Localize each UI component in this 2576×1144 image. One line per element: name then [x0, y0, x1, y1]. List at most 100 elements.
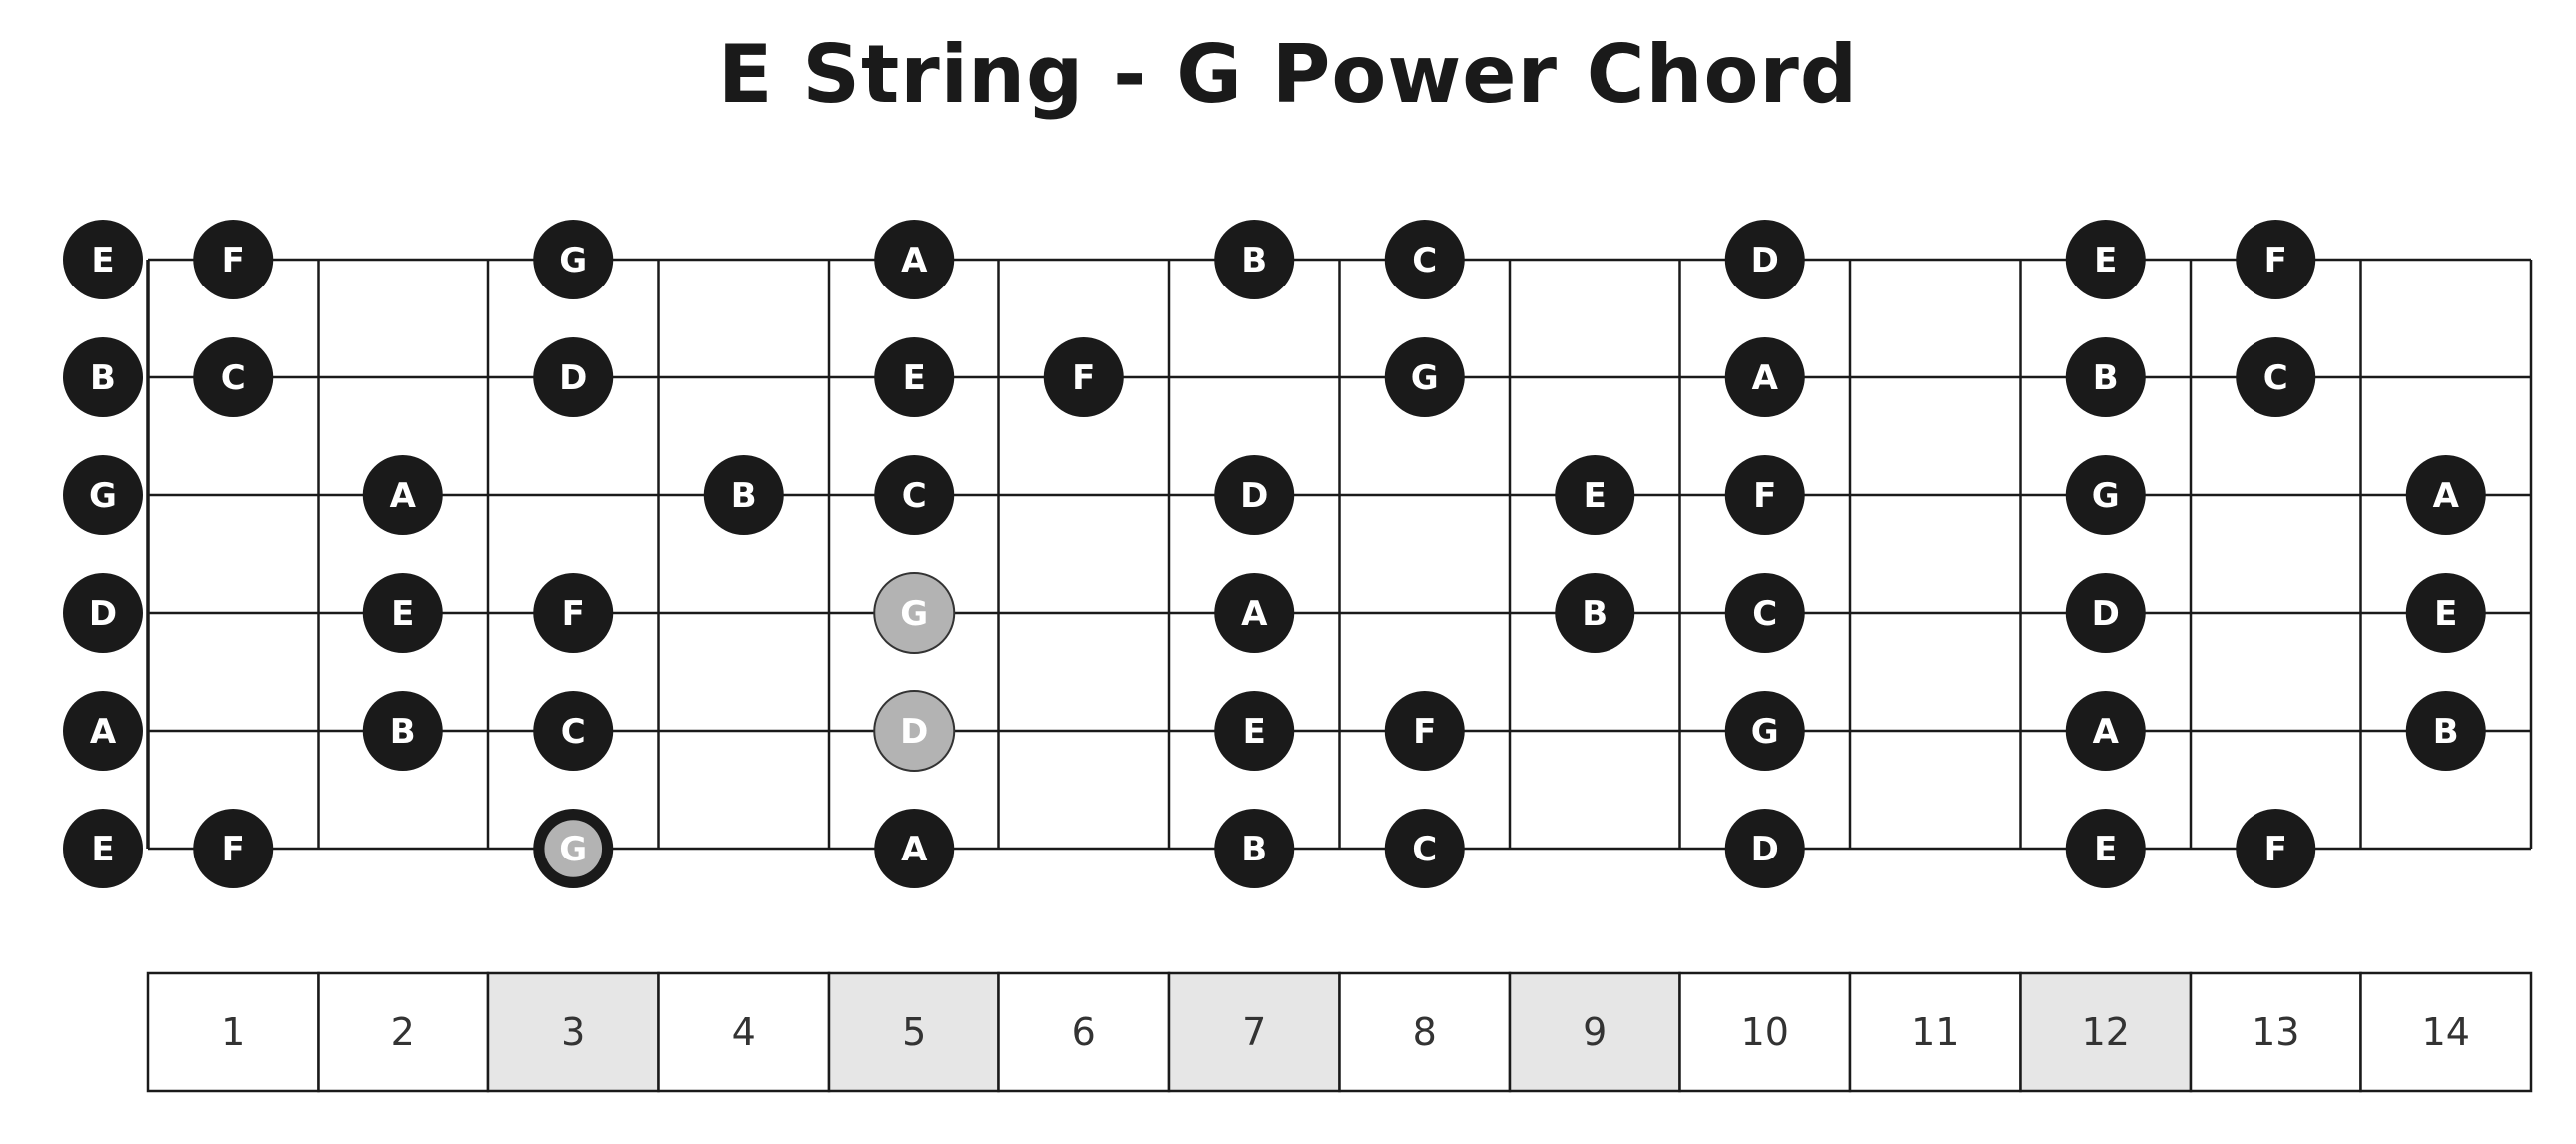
fret-note: G: [2065, 455, 2146, 535]
fret-note: C: [193, 337, 274, 417]
fret-note: A: [1214, 573, 1295, 653]
note-circle: [1555, 573, 1635, 653]
note-label: B: [2433, 712, 2459, 752]
note-label: C: [1412, 830, 1437, 869]
note-label: C: [1412, 241, 1437, 281]
fret-cell: [657, 971, 831, 1093]
fret-number-label: 10: [1741, 1010, 1789, 1054]
note-label: E: [91, 830, 114, 869]
fret-cell: [1338, 971, 1512, 1093]
fret-note: B: [1555, 573, 1635, 653]
fret-note: D: [1214, 455, 1295, 535]
note-label: D: [89, 594, 117, 634]
fret-note: G: [1384, 337, 1465, 417]
fret-cell: [146, 971, 320, 1093]
fret-note: B: [2065, 337, 2146, 417]
note-circle: [533, 691, 614, 771]
note-label: G: [1751, 712, 1779, 752]
note-label: B: [2093, 358, 2119, 398]
fret-number-label: 7: [1242, 1010, 1266, 1054]
fret-cell: [2189, 971, 2362, 1093]
note-label: B: [390, 712, 416, 752]
diagram-title: E String - G Power Chord: [717, 28, 1859, 121]
note-circle: [193, 337, 274, 417]
fret-note: F: [193, 809, 274, 888]
note-label: F: [1753, 476, 1776, 516]
open-string-note: D: [63, 573, 143, 653]
note-label: A: [2093, 712, 2120, 752]
note-circle: [1214, 455, 1295, 535]
fret-note: F: [1384, 691, 1465, 771]
note-circle: [533, 573, 614, 653]
note-circle: [1724, 573, 1805, 653]
note-label: B: [1241, 241, 1267, 281]
fret-note: E: [874, 337, 955, 417]
fret-note: G: [533, 809, 614, 888]
note-circle: [362, 573, 443, 653]
fret-note: F: [2236, 220, 2316, 299]
note-circle: [2405, 691, 2486, 771]
fret-note: E: [2065, 220, 2146, 299]
note-circle: [2236, 220, 2316, 299]
note-circle: [533, 337, 614, 417]
fret-note: B: [2405, 691, 2486, 771]
note-label: F: [222, 830, 245, 869]
note-circle: [533, 220, 614, 299]
note-circle: [874, 455, 955, 535]
fret-note: C: [533, 691, 614, 771]
note-circle: [2065, 220, 2146, 299]
note-label: B: [1582, 594, 1608, 634]
fret-note: E: [2065, 809, 2146, 888]
note-circle: [362, 455, 443, 535]
note-circle: [1214, 691, 1295, 771]
fret-cell: [2359, 971, 2533, 1093]
open-string-note: A: [63, 691, 143, 771]
note-label: A: [1752, 358, 1779, 398]
note-label: E: [2094, 241, 2117, 281]
note-circle: [1043, 337, 1124, 417]
fret-note: F: [193, 220, 274, 299]
fret-number-label: 6: [1072, 1010, 1096, 1054]
note-label: D: [1751, 241, 1779, 281]
note-circle: [1724, 455, 1805, 535]
note-circle: [1724, 337, 1805, 417]
note-circle: [63, 220, 143, 299]
fret-cell-marker: [2019, 971, 2193, 1093]
note-label: E: [391, 594, 414, 634]
note-label: G: [2092, 476, 2120, 516]
note-label: F: [2264, 830, 2287, 869]
fret-number-label: 9: [1583, 1010, 1607, 1054]
note-circle: [2065, 573, 2146, 653]
note-label: E: [2094, 830, 2117, 869]
note-circle-highlight: [873, 690, 956, 772]
note-label: D: [559, 358, 587, 398]
note-label: C: [221, 358, 246, 398]
note-circle: [63, 691, 143, 771]
fret-note: D: [1724, 220, 1805, 299]
fret-number-label: 12: [2082, 1010, 2130, 1054]
fret-note: E: [1214, 691, 1295, 771]
fret-cell-marker: [1167, 971, 1341, 1093]
fret-note: C: [1724, 573, 1805, 653]
fret-note: F: [1724, 455, 1805, 535]
note-circle: [63, 573, 143, 653]
fret-note: G: [873, 572, 956, 654]
note-circle: [1384, 220, 1465, 299]
note-circle: [63, 455, 143, 535]
note-circle: [1214, 809, 1295, 888]
fret-note: B: [1214, 809, 1295, 888]
note-circle: [703, 455, 784, 535]
note-circle: [874, 220, 955, 299]
note-label: E: [1584, 476, 1607, 516]
fret-number-label: 1: [221, 1010, 245, 1054]
fret-note: G: [1724, 691, 1805, 771]
fret-note: A: [2405, 455, 2486, 535]
note-label: A: [901, 241, 928, 281]
fret-cell: [1848, 971, 2022, 1093]
note-label: A: [2433, 476, 2460, 516]
note-circle: [2405, 455, 2486, 535]
note-label: D: [2092, 594, 2120, 634]
